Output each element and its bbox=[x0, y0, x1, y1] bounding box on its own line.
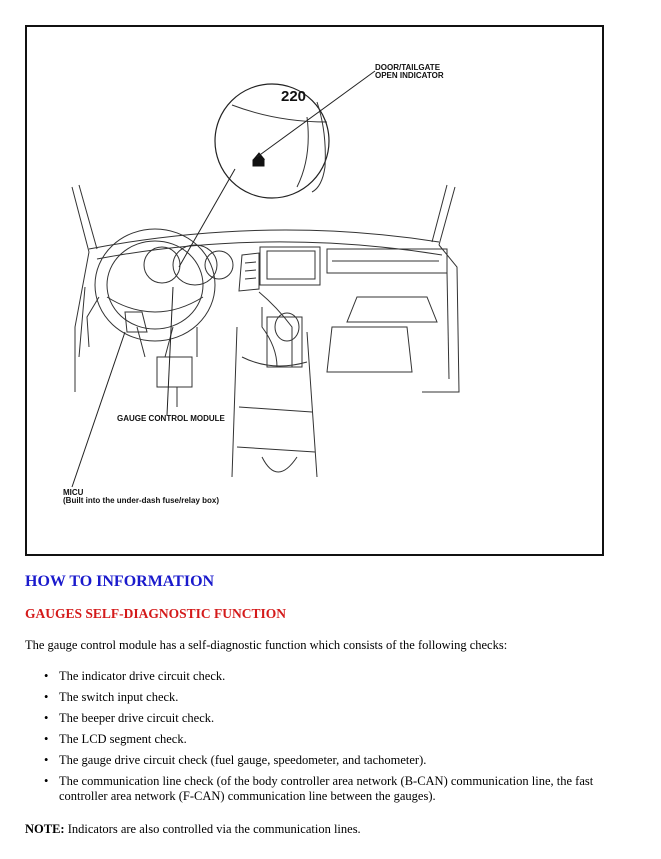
list-item-text: The switch input check. bbox=[59, 690, 178, 704]
list-item: • The indicator drive circuit check. bbox=[35, 669, 625, 684]
zoom-circle bbox=[215, 84, 329, 198]
door-indicator-callout: DOOR/TAILGATE OPEN INDICATOR bbox=[375, 64, 444, 80]
zoom-leader bbox=[179, 169, 235, 267]
list-item: • The LCD segment check. bbox=[35, 732, 625, 747]
note-label: NOTE: bbox=[25, 822, 65, 836]
list-item: • The communication line check (of the bo… bbox=[35, 774, 625, 804]
list-item-text: The communication line check (of the bod… bbox=[59, 774, 593, 803]
bullet-icon: • bbox=[44, 753, 48, 768]
bullet-icon: • bbox=[44, 690, 48, 705]
note-text: Indicators are also controlled via the c… bbox=[65, 822, 361, 836]
door-open-indicator-icon bbox=[253, 153, 264, 166]
bullet-icon: • bbox=[44, 774, 48, 789]
list-item-text: The gauge drive circuit check (fuel gaug… bbox=[59, 753, 426, 767]
dashboard-line-drawing bbox=[27, 27, 602, 554]
diagnostic-checks-list: • The indicator drive circuit check. • The… bbox=[35, 669, 625, 810]
bullet-icon: • bbox=[44, 669, 48, 684]
section-heading: HOW TO INFORMATION bbox=[25, 573, 214, 591]
list-item: • The beeper drive circuit check. bbox=[35, 711, 625, 726]
bullet-icon: • bbox=[44, 732, 48, 747]
intro-paragraph: The gauge control module has a self-diag… bbox=[25, 638, 625, 653]
gauge-module-leader bbox=[167, 287, 173, 415]
note-paragraph: NOTE: Indicators are also controlled via… bbox=[25, 822, 361, 837]
dashboard-illustration: DOOR/TAILGATE OPEN INDICATOR 220 GAUGE C… bbox=[25, 25, 604, 556]
list-item: • The switch input check. bbox=[35, 690, 625, 705]
zoom-readout: 220 bbox=[281, 89, 306, 105]
micu-callout: MICU (Built into the under-dash fuse/rel… bbox=[63, 489, 219, 505]
list-item-text: The beeper drive circuit check. bbox=[59, 711, 214, 725]
subsection-heading: GAUGES SELF-DIAGNOSTIC FUNCTION bbox=[25, 606, 286, 622]
bullet-icon: • bbox=[44, 711, 48, 726]
micu-leader bbox=[72, 332, 125, 487]
list-item-text: The indicator drive circuit check. bbox=[59, 669, 225, 683]
list-item: • The gauge drive circuit check (fuel gau… bbox=[35, 753, 625, 768]
gauge-control-module-callout: GAUGE CONTROL MODULE bbox=[117, 415, 225, 423]
list-item-text: The LCD segment check. bbox=[59, 732, 187, 746]
